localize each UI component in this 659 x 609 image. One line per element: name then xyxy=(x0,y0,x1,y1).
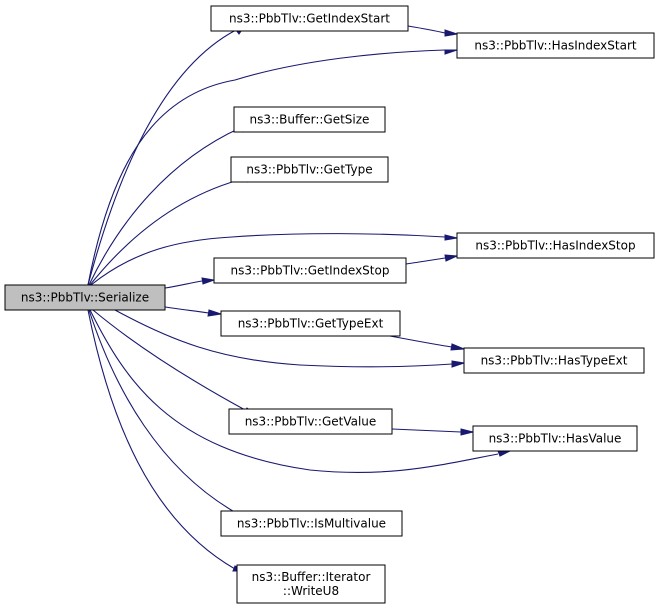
arrowhead xyxy=(207,309,222,317)
edge-line xyxy=(407,25,446,34)
edge-line xyxy=(87,49,446,286)
edge-line xyxy=(391,428,462,433)
arrowhead xyxy=(201,277,216,285)
node-box[interactable] xyxy=(230,156,389,183)
node-getindexstart[interactable]: ns3::PbbTlv::GetIndexStart xyxy=(210,5,409,32)
node-label: ns3::PbbTlv::IsMultivalue xyxy=(237,517,386,531)
node-box[interactable] xyxy=(220,310,401,337)
edge-line xyxy=(88,309,239,515)
node-getvalue[interactable]: ns3::PbbTlv::GetValue xyxy=(228,408,393,435)
edge-getindexstart-to-hasindexstart xyxy=(407,25,458,37)
node-label: ns3::PbbTlv::GetValue xyxy=(245,415,377,429)
node-label: ns3::PbbTlv::Serialize xyxy=(21,291,149,305)
node-label: ns3::PbbTlv::HasIndexStart xyxy=(474,39,637,53)
node-box[interactable] xyxy=(463,347,645,374)
node-box[interactable] xyxy=(210,5,409,32)
edge-line xyxy=(89,177,247,286)
node-box[interactable] xyxy=(4,284,166,311)
node-label: ns3::PbbTlv::GetIndexStart xyxy=(229,12,390,26)
edge-line xyxy=(405,257,446,265)
node-label: ns3::Buffer::GetSize xyxy=(250,113,370,127)
edge-serialize-to-hasindexstop xyxy=(90,233,458,286)
arrowhead xyxy=(450,343,465,351)
node-gettype[interactable]: ns3::PbbTlv::GetType xyxy=(230,156,389,183)
arrowhead xyxy=(444,29,458,37)
node-box[interactable] xyxy=(233,106,386,133)
arrowhead xyxy=(444,234,458,241)
edge-getindexstop-to-hasindexstop xyxy=(405,254,459,265)
edge-serialize-to-hasindexstart xyxy=(87,49,458,286)
node-label: ::WriteU8 xyxy=(283,584,339,598)
edge-line xyxy=(87,309,236,570)
arrowhead xyxy=(497,450,511,457)
edge-line xyxy=(90,233,446,286)
node-hastypeext[interactable]: ns3::PbbTlv::HasTypeExt xyxy=(463,347,645,374)
edge-line xyxy=(164,280,203,289)
edge-serialize-to-getindexstart xyxy=(87,23,247,286)
edge-serialize-to-getindexstop xyxy=(164,277,216,289)
node-box[interactable] xyxy=(456,232,655,259)
node-box[interactable] xyxy=(456,32,655,59)
node-label: ns3::PbbTlv::HasTypeExt xyxy=(481,354,628,368)
node-label: ns3::PbbTlv::GetTypeExt xyxy=(238,317,384,331)
node-box[interactable] xyxy=(213,257,407,284)
node-hasindexstart[interactable]: ns3::PbbTlv::HasIndexStart xyxy=(456,32,655,59)
edge-line xyxy=(88,127,241,286)
edge-gettypeext-to-hastypeext xyxy=(389,335,465,351)
node-hasindexstop[interactable]: ns3::PbbTlv::HasIndexStop xyxy=(456,232,655,259)
node-serialize[interactable]: ns3::PbbTlv::Serialize xyxy=(4,284,166,311)
node-box[interactable] xyxy=(472,425,638,452)
edge-serialize-to-hastypeext xyxy=(114,309,465,368)
edge-getvalue-to-hasvalue xyxy=(391,428,474,436)
edge-line xyxy=(89,309,499,474)
arrowhead xyxy=(451,360,465,368)
edge-line xyxy=(92,309,248,412)
node-gettypeext[interactable]: ns3::PbbTlv::GetTypeExt xyxy=(220,310,401,337)
arrowhead xyxy=(444,49,458,55)
edge-line xyxy=(114,309,453,368)
node-label: ns3::Buffer::Iterator xyxy=(252,570,371,584)
node-ismultivalue[interactable]: ns3::PbbTlv::IsMultivalue xyxy=(220,510,403,537)
node-box[interactable] xyxy=(236,564,386,604)
edge-line xyxy=(87,29,237,286)
node-box[interactable] xyxy=(228,408,393,435)
node-label: ns3::PbbTlv::GetIndexStop xyxy=(231,264,390,278)
node-getindexstop[interactable]: ns3::PbbTlv::GetIndexStop xyxy=(213,257,407,284)
node-box[interactable] xyxy=(220,510,403,537)
arrowhead xyxy=(444,254,459,262)
node-label: ns3::PbbTlv::HasValue xyxy=(489,432,622,446)
node-label: ns3::PbbTlv::GetType xyxy=(246,163,372,177)
nodes-layer: ns3::PbbTlv::Serialize ns3::PbbTlv::GetIn… xyxy=(4,5,655,604)
edge-line xyxy=(164,306,210,314)
edge-line xyxy=(389,335,453,348)
edge-serialize-to-gettypeext xyxy=(164,306,222,317)
node-buffer-getsize[interactable]: ns3::Buffer::GetSize xyxy=(233,106,386,133)
node-label: ns3::PbbTlv::HasIndexStop xyxy=(475,239,635,253)
node-hasvalue[interactable]: ns3::PbbTlv::HasValue xyxy=(472,425,638,452)
node-iterator-writeu8[interactable]: ns3::Buffer::Iterator::WriteU8 xyxy=(236,564,386,604)
arrowhead xyxy=(460,428,474,436)
edge-serialize-to-ismultivalue xyxy=(88,309,249,517)
